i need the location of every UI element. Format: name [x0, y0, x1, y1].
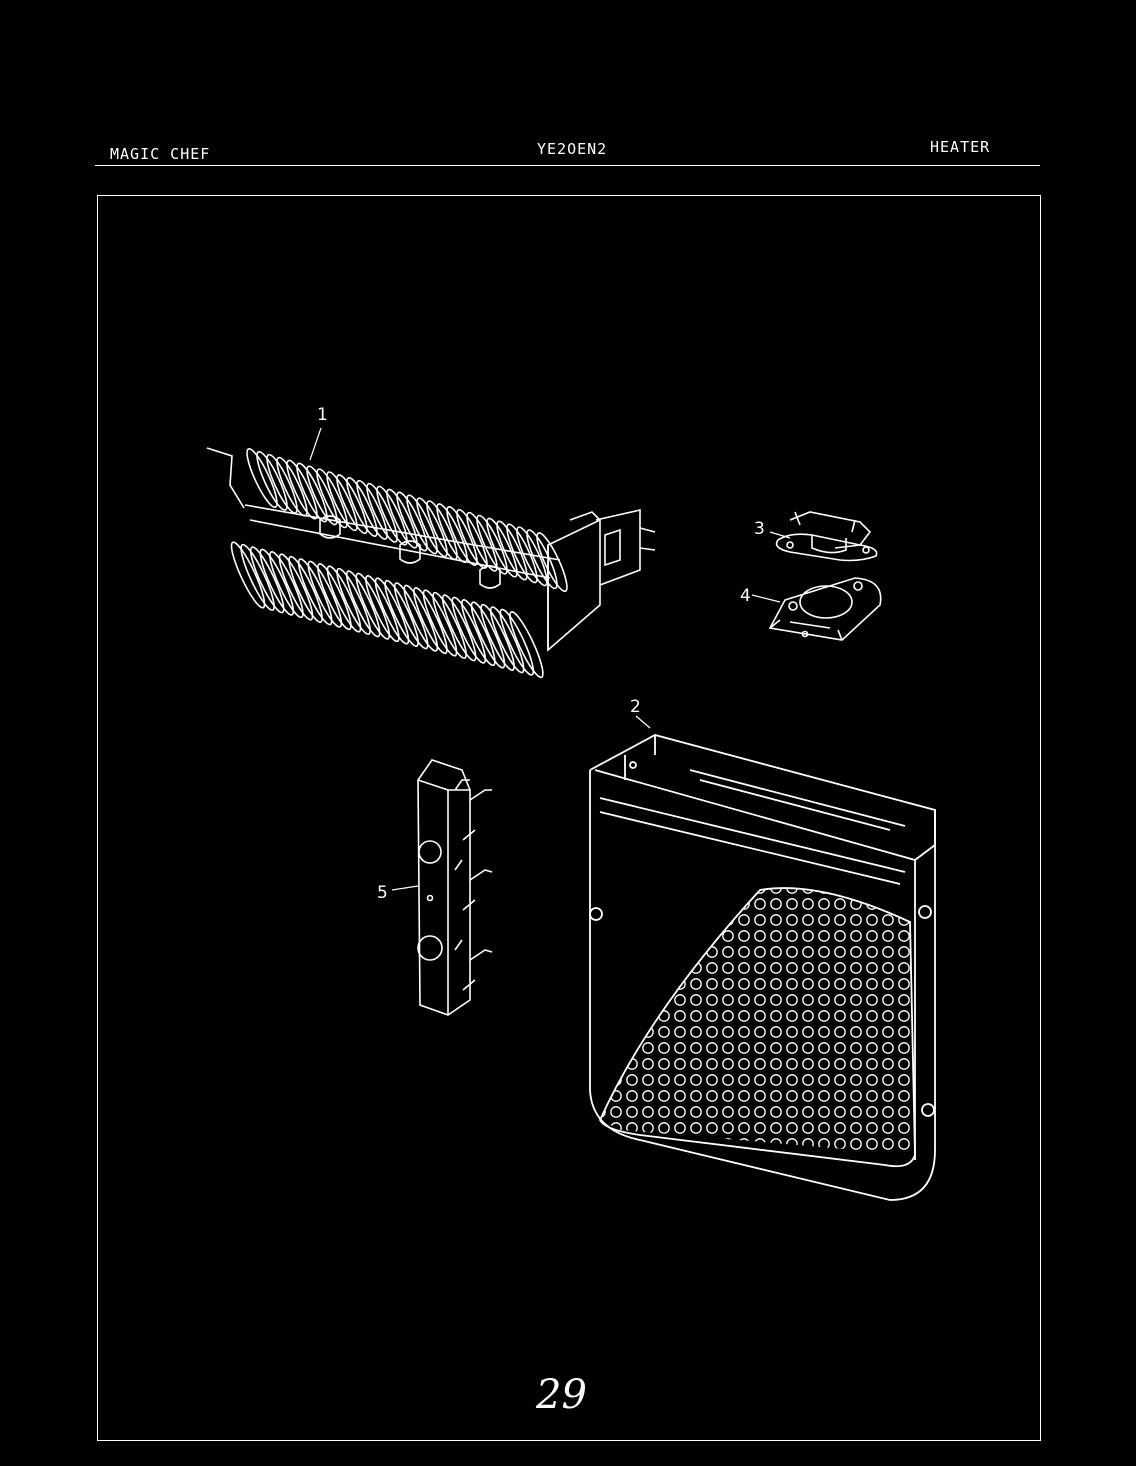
terminal-block: [417, 759, 493, 1016]
coil-loop: [249, 546, 285, 614]
coil-loop: [496, 520, 528, 581]
coil-loop: [317, 563, 352, 631]
coil-loop: [269, 551, 304, 619]
coil-loop: [307, 560, 343, 628]
coil-loop: [456, 508, 488, 569]
coil-loop: [355, 572, 391, 640]
coil-loop: [336, 567, 371, 635]
coil-loop: [306, 465, 338, 526]
coil-loop: [296, 462, 328, 523]
coil-loop: [336, 474, 368, 535]
coil-loop: [413, 587, 448, 655]
coil-loop: [346, 477, 378, 537]
coil-loop: [499, 608, 535, 676]
diagram-frame: [97, 195, 1041, 1441]
coil-loop: [316, 468, 348, 529]
coil-loop: [446, 506, 478, 566]
coil-loop: [326, 471, 358, 532]
callout-2: 2: [630, 697, 641, 717]
coil-loop: [470, 601, 506, 669]
coil-loop: [451, 596, 487, 664]
coil-loop: [406, 494, 438, 555]
coil-loop: [278, 553, 314, 621]
coil-loop: [230, 541, 266, 609]
coil-loop: [297, 558, 333, 626]
header-model: YE2OEN2: [537, 140, 608, 158]
coil-loop: [374, 577, 410, 645]
heater-coil-lower: [230, 541, 544, 679]
coil-loop: [286, 459, 318, 520]
heater-element: [206, 447, 656, 679]
coil-loop: [536, 532, 568, 593]
coil-loop: [240, 543, 275, 611]
coil-loop: [436, 503, 468, 564]
coil-loop: [326, 565, 362, 633]
header-section: HEATER: [930, 138, 991, 156]
callout-4: 4: [740, 586, 751, 606]
callout-leaders: [309, 427, 791, 891]
coil-loop: [365, 575, 400, 643]
coil-loop: [416, 497, 448, 558]
coil-loop: [276, 456, 308, 517]
coil-loop: [376, 485, 408, 546]
coil-loop: [396, 491, 428, 552]
callout-1: 1: [317, 405, 328, 425]
coil-loop: [480, 603, 515, 671]
coil-loop: [461, 599, 496, 667]
coil-loop: [356, 479, 388, 540]
coil-loop: [246, 448, 278, 508]
coil-loop: [259, 548, 295, 616]
coil-loop: [366, 482, 398, 543]
coil-loop: [266, 453, 298, 514]
header-rule: [95, 165, 1040, 166]
coil-loop: [384, 579, 419, 647]
coil-loop: [345, 570, 381, 638]
callout-3: 3: [754, 519, 765, 539]
coil-loop: [393, 582, 429, 650]
thermostat-bracket: [768, 577, 882, 641]
heater-coil-upper: [246, 448, 568, 593]
heater-housing: [589, 734, 936, 1201]
coil-loop: [288, 555, 323, 623]
coil-loop: [516, 526, 548, 587]
coil-loop: [422, 589, 458, 657]
thermostat: [775, 511, 878, 562]
coil-loop: [489, 606, 525, 674]
page-number: 29: [536, 1372, 587, 1418]
coil-loop: [441, 594, 477, 662]
coil-loop: [486, 517, 518, 578]
coil-loop: [256, 450, 288, 511]
coil-loop: [403, 584, 439, 652]
coil-loop: [432, 591, 467, 659]
coil-loop: [386, 488, 418, 549]
callout-5: 5: [377, 883, 388, 903]
header-brand: MAGIC CHEF: [110, 145, 211, 163]
coil-loop: [426, 500, 458, 561]
coil-loop: [509, 611, 544, 679]
coil-loop: [506, 523, 538, 584]
